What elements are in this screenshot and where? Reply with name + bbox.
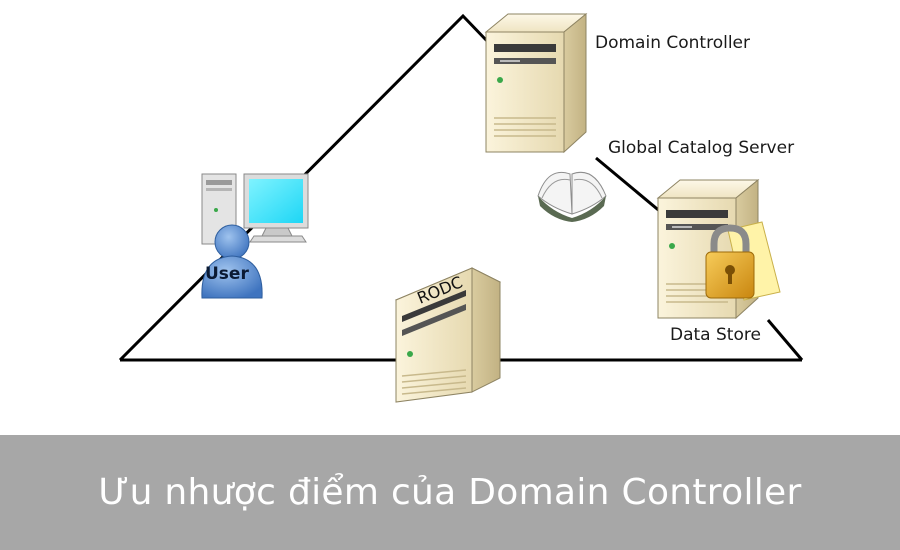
data-store-label: Data Store xyxy=(670,325,761,345)
title-banner: Ưu nhược điểm của Domain Controller xyxy=(0,435,900,550)
banner-title: Ưu nhược điểm của Domain Controller xyxy=(98,472,802,513)
domain-controller-label: Domain Controller xyxy=(595,33,750,53)
rodc-server-icon xyxy=(394,267,502,403)
dc-to-datastore-line xyxy=(595,156,669,220)
user-icon xyxy=(201,224,263,299)
user-label: User xyxy=(205,264,249,284)
datastore-right-edge xyxy=(766,319,804,361)
lock-icon xyxy=(705,224,755,299)
domain-controller-server-icon xyxy=(485,13,587,153)
global-catalog-label: Global Catalog Server xyxy=(608,138,794,158)
network-diagram: Domain Controller Global Catalog Server … xyxy=(118,13,804,403)
book-icon xyxy=(537,171,607,222)
